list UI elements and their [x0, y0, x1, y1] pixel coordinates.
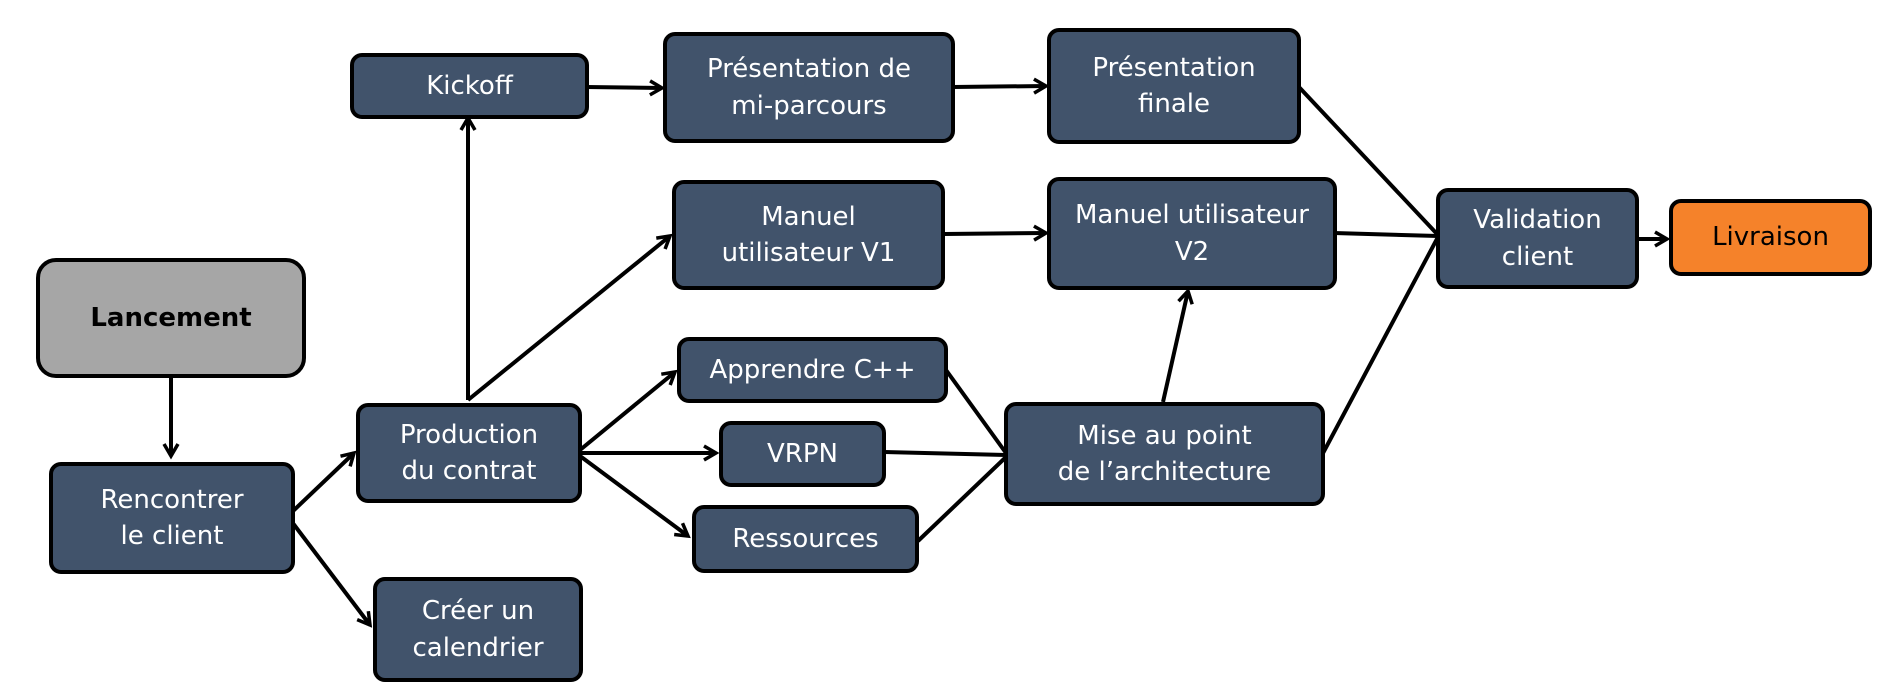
edge-production-ressources: [578, 454, 691, 539]
edge-architecture-manuel-v2: [1161, 287, 1194, 403]
edge-production-cpp: [578, 369, 678, 452]
edge-production-manuel-v1: [466, 233, 673, 402]
node-manuel-utilisateur-v2: Manuel utilisateur V2: [1047, 177, 1337, 290]
node-presentation-finale: Présentation finale: [1047, 28, 1301, 144]
node-mise-au-point-architecture: Mise au point de l’architecture: [1004, 402, 1325, 506]
edge-finale-validation: [1296, 84, 1440, 237]
node-vrpn: VRPN: [719, 421, 886, 487]
node-ressources: Ressources: [692, 505, 919, 573]
edge-manuel-v2-validation: [1333, 231, 1439, 238]
edge-manuel-v1-manuel-v2: [943, 224, 1050, 242]
node-validation-client: Validation client: [1436, 188, 1639, 289]
edge-cpp-architecture: [944, 368, 1008, 455]
edge-mi-parcours-finale: [952, 77, 1050, 95]
edge-architecture-validation: [1320, 236, 1440, 456]
node-manuel-utilisateur-v1: Manuel utilisateur V1: [672, 180, 945, 290]
node-production-du-contrat: Production du contrat: [356, 403, 582, 503]
node-kickoff: Kickoff: [350, 53, 589, 119]
node-livraison: Livraison: [1669, 199, 1872, 276]
node-creer-un-calendrier: Créer un calendrier: [373, 577, 583, 682]
edge-rencontrer-calendrier: [290, 520, 373, 628]
edge-rencontrer-production: [290, 450, 357, 514]
edge-vrpn-architecture: [883, 450, 1007, 457]
node-presentation-mi-parcours: Présentation de mi-parcours: [663, 32, 955, 143]
node-lancement: Lancement: [36, 258, 306, 378]
edge-kickoff-mi-parcours: [585, 79, 666, 97]
edge-ressources-architecture: [916, 455, 1008, 543]
node-rencontrer-le-client: Rencontrer le client: [49, 462, 295, 574]
node-apprendre-cpp: Apprendre C++: [677, 337, 948, 403]
